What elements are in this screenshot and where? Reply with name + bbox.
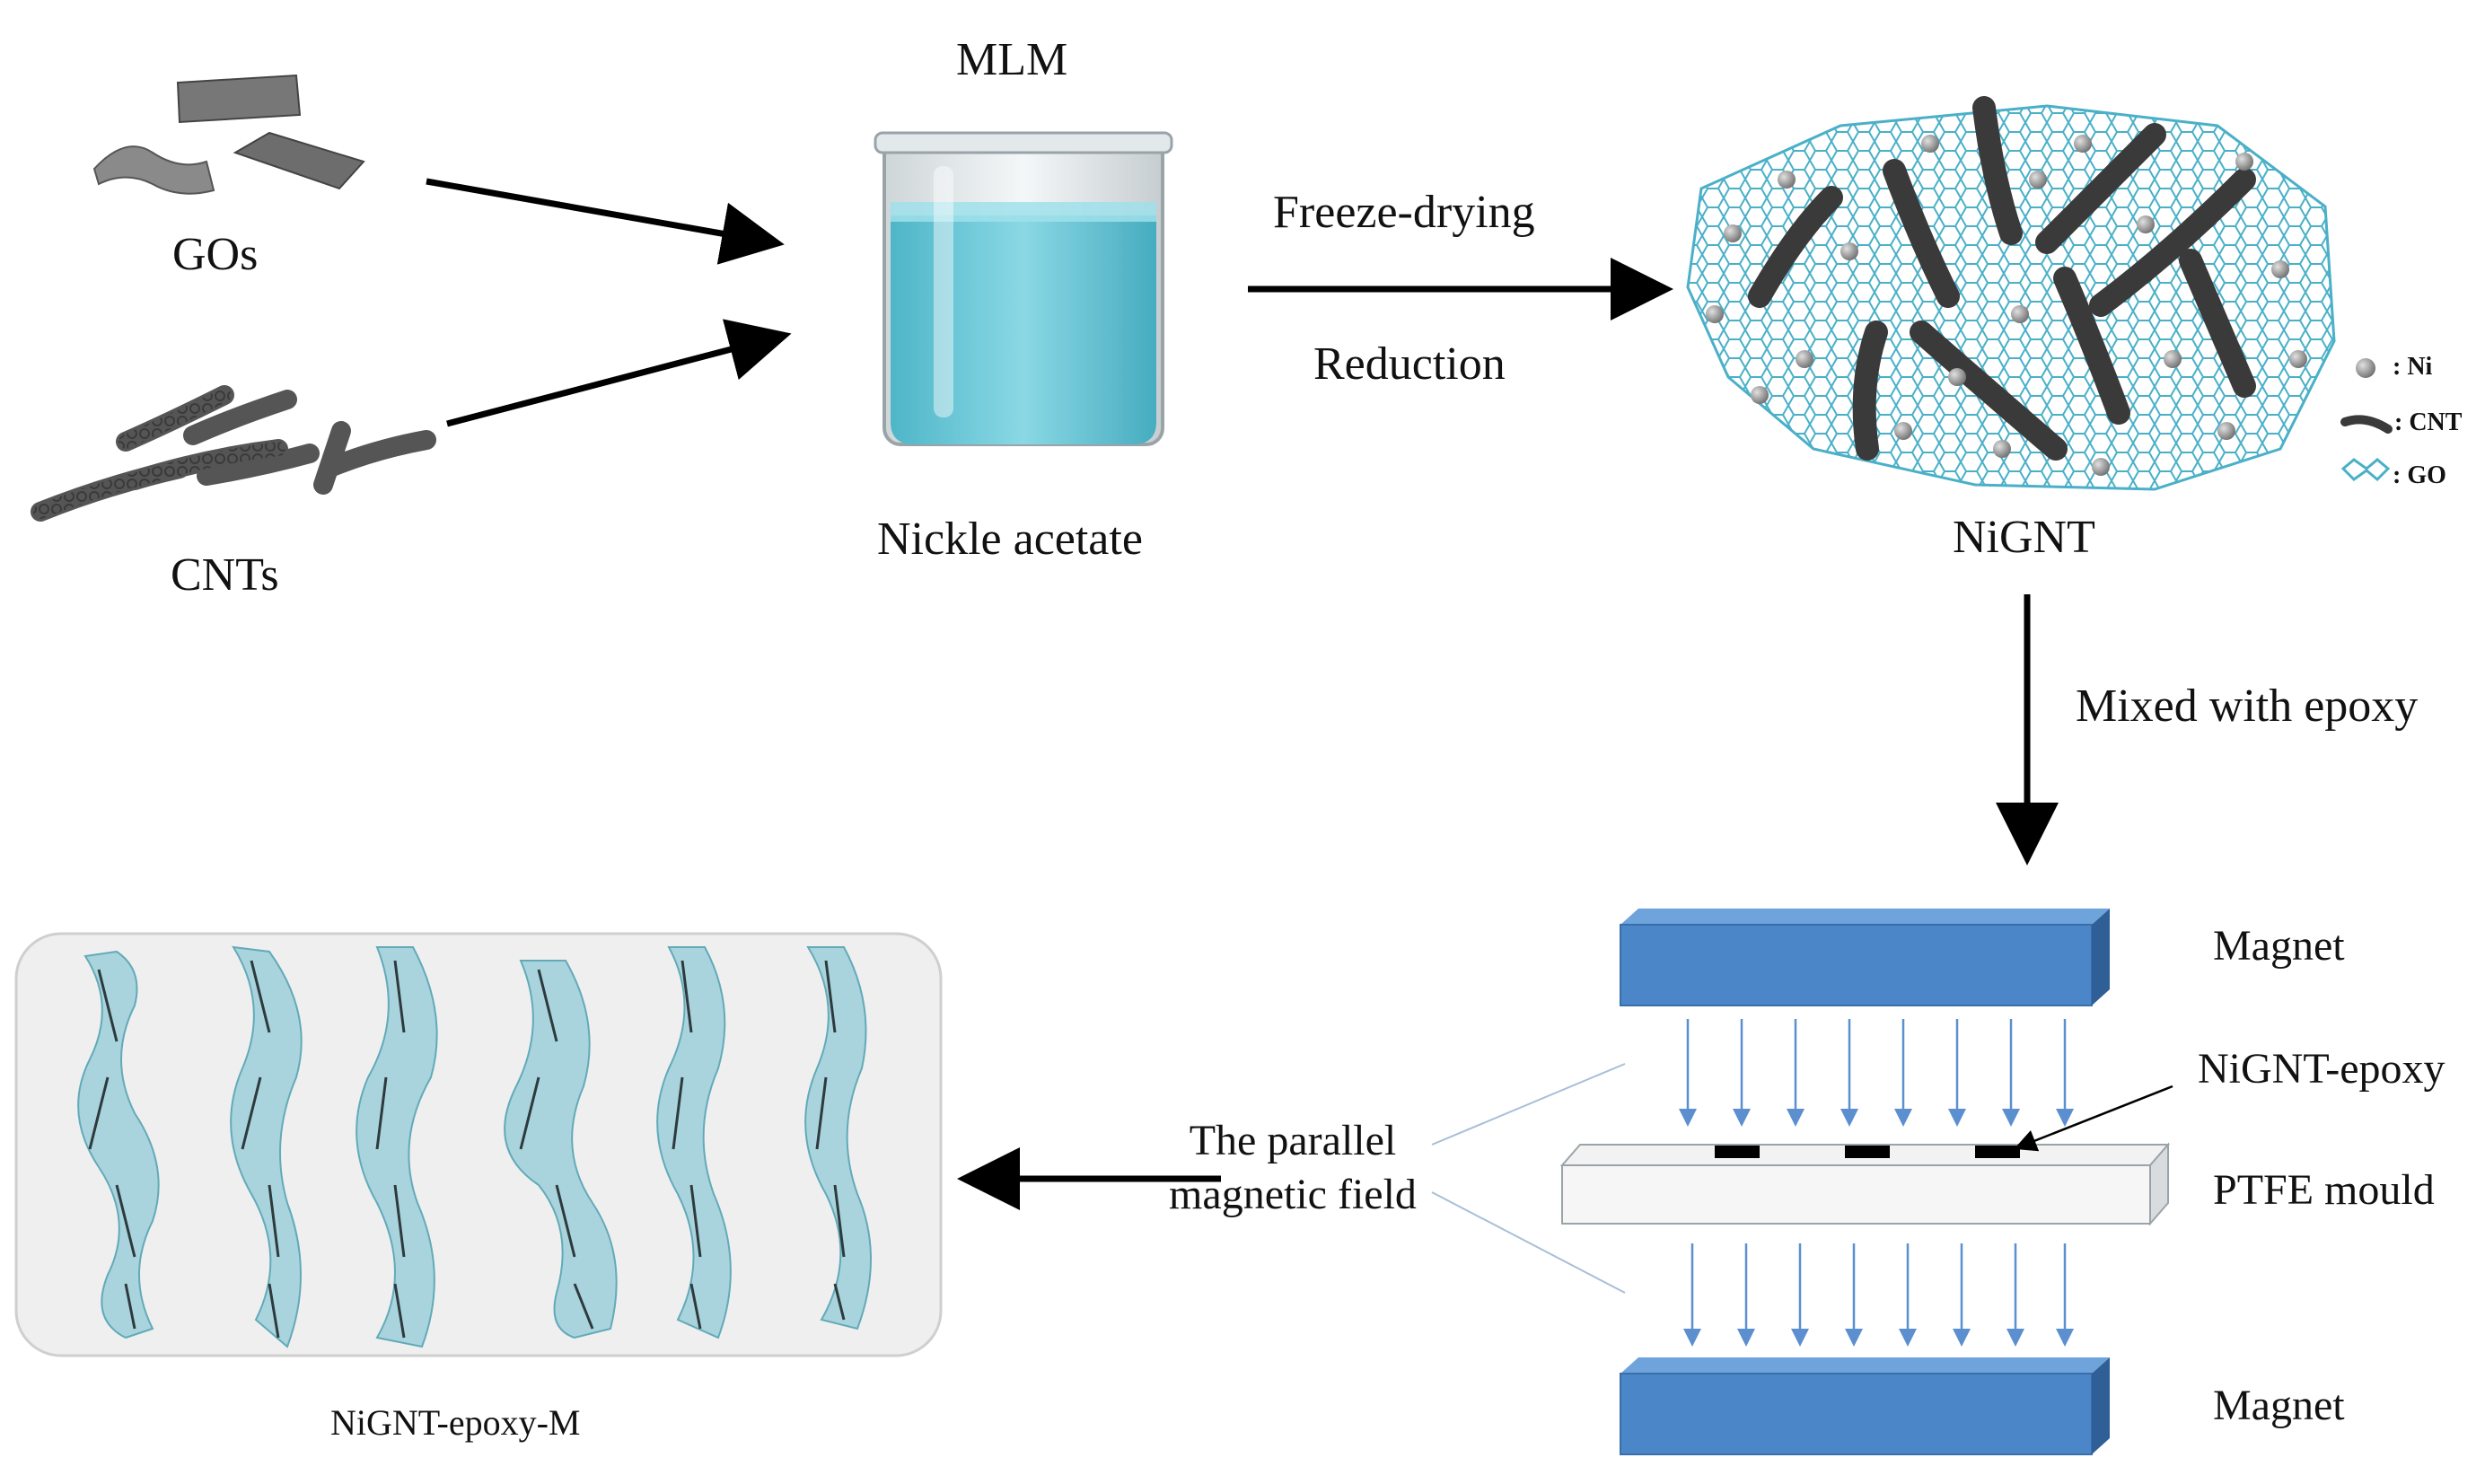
label-gos: GOs [172,229,259,280]
nignt-cnt-3 [1972,96,2023,245]
cnt-tube-5 [197,443,320,486]
label-ptfe-mould: PTFE mould [2213,1166,2435,1214]
beaker-liquid [891,215,1156,444]
magnet-top-side [2092,909,2110,1005]
go-sheet-1 [176,74,302,124]
label-magnet-bottom: Magnet [2213,1382,2345,1429]
label-magnet-top: Magnet [2213,922,2345,970]
aligned-column-5 [656,946,732,1339]
label-nignt-epoxy: NiGNT-epoxy [2198,1045,2445,1093]
sample-slot-2 [1845,1146,1890,1158]
label-mixed-with-epoxy: Mixed with epoxy [2076,681,2419,732]
nignt-cnt-9 [2179,249,2256,398]
field-label-connector-bottom [1431,1191,1626,1294]
panel-background [14,932,943,1357]
nignt-cnt-1 [1748,186,1843,308]
sample-slot-1 [1715,1146,1760,1158]
label-freeze-drying: Freeze-drying [1273,187,1535,238]
magnet-top-face [1620,909,2110,925]
legend-cnt-tube [2340,415,2393,434]
legend-symbols [2340,358,2393,482]
aligned-composite-panel [14,932,943,1357]
cnt-texture-1 [119,388,232,449]
go-sheet-2 [92,145,215,195]
magnet-top [1620,924,2093,1006]
beaker-rim [874,131,1173,154]
label-mlm: MLM [956,34,1068,85]
magnet-bottom-face [1620,1357,2110,1374]
aligned-cnt-strands [88,960,846,1339]
legend-ni-label: : Ni [2393,353,2433,381]
field-label-connector-top [1431,1063,1626,1146]
nignt-cnt-7 [1910,321,2068,461]
label-parallel-field-line1: The parallel [1189,1117,1397,1164]
legend-go-hexagon [2340,458,2391,482]
glass-highlight [934,166,953,417]
liquid-surface [891,202,1156,222]
aligned-column-6 [804,946,872,1330]
label-reduction: Reduction [1313,338,1506,390]
graphene-sheet [1686,104,2336,491]
magnet-bottom-side [2092,1357,2110,1454]
ptfe-mould-side [2149,1142,2169,1226]
aligned-columns [77,945,872,1348]
nignt-illustration [1686,96,2336,491]
nignt-epoxy-pointer [2014,1084,2173,1152]
nignt-cnt-8 [2053,267,2130,425]
legend-ni-sphere [2356,358,2375,378]
label-cnts: CNTs [171,549,279,601]
nignt-cnt-5 [2089,168,2256,317]
aligned-column-2 [230,945,303,1348]
cnt-tube-7 [322,430,436,477]
legend-cnt-label: : CNT [2394,408,2463,436]
arrow-gos-to-beaker [426,178,785,265]
legend-go-label: : GO [2393,461,2446,489]
cnt-texture-3 [127,442,285,487]
ptfe-mould [1561,1164,2151,1225]
magnet-bottom [1620,1373,2093,1455]
aligned-column-1 [77,950,160,1339]
magnet-setup [1559,909,2173,1455]
arrow-cnts-to-beaker [446,319,792,427]
cnt-tube-2 [183,390,297,445]
aligned-column-4 [504,960,618,1339]
label-nignt: NiGNT [1953,512,2095,563]
go-sheets-illustration [92,74,365,195]
beaker-illustration [874,131,1173,446]
nickel-particles [1706,135,2307,476]
go-sheet-3 [233,131,365,190]
sample-slot-3 [1975,1146,2020,1158]
nignt-cnt-6 [1852,321,1888,461]
cnts-illustration [31,385,436,522]
label-parallel-field-line2: magnetic field [1169,1171,1417,1218]
nignt-cnt-4 [2035,123,2166,254]
label-nickle-acetate: Nickle acetate [877,514,1143,565]
field-lines-bottom [1683,1243,2074,1347]
aligned-column-3 [356,946,438,1348]
nignt-cnt-2 [1883,159,1960,308]
field-lines-top [1679,1019,2074,1127]
label-nignt-epoxy-m: NiGNT-epoxy-M [330,1402,581,1443]
